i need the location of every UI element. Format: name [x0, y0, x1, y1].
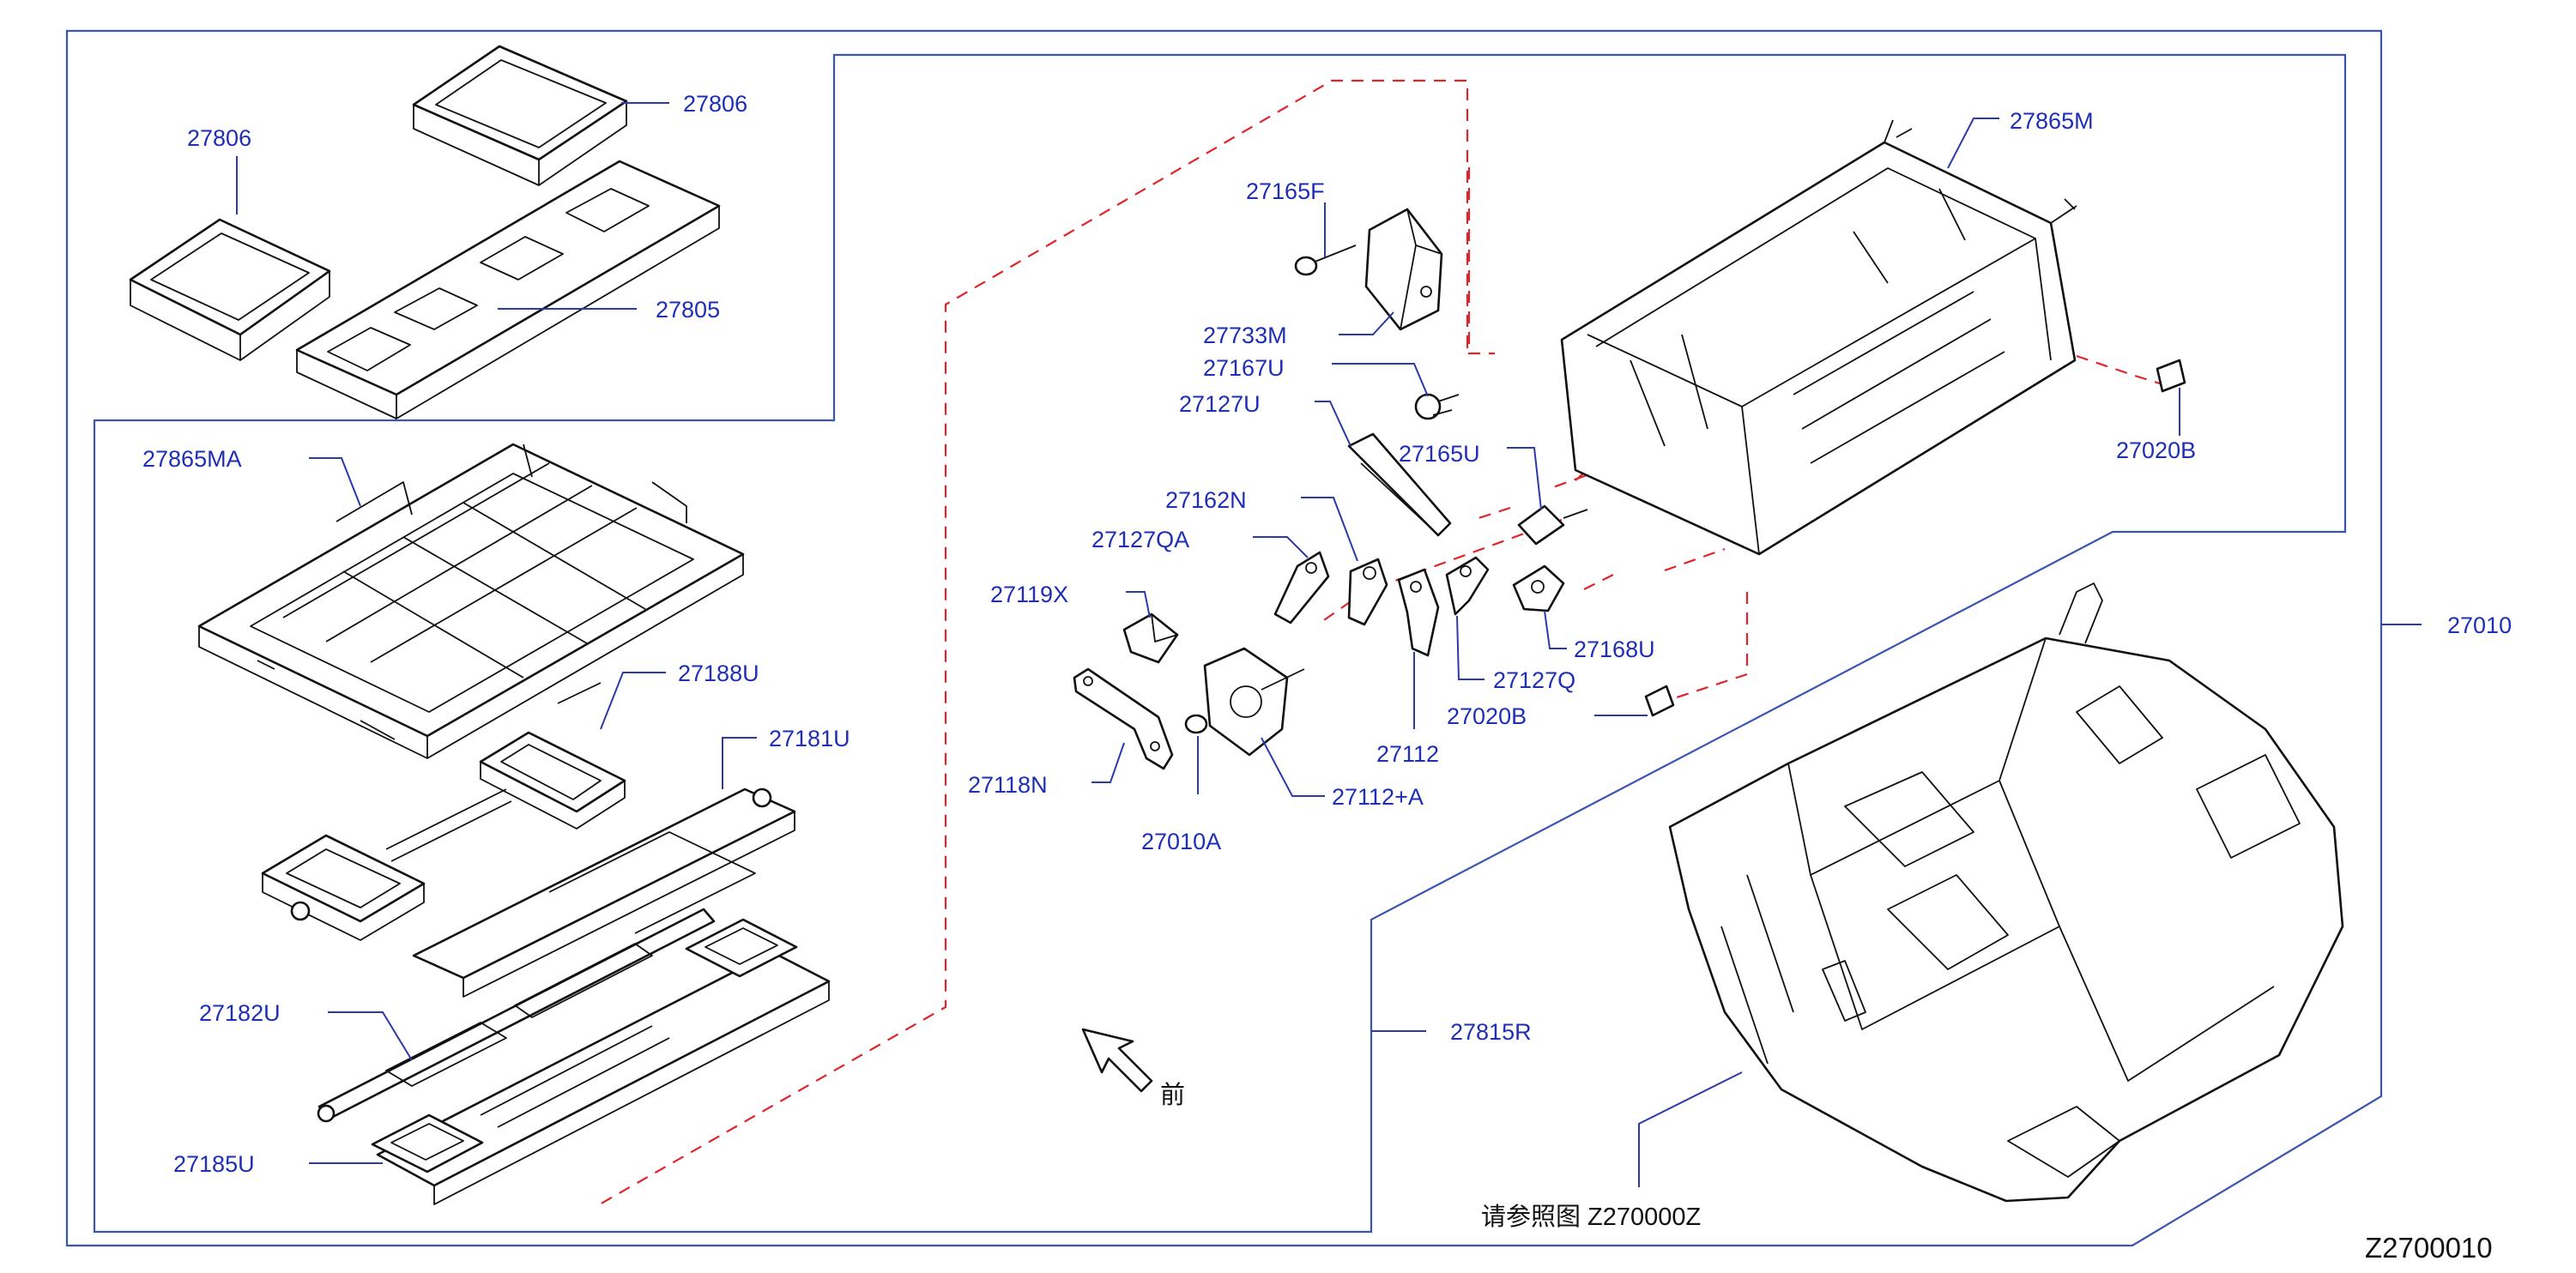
figure-id: Z2700010 [2365, 1232, 2493, 1264]
callout-27127q: 27127Q [1493, 667, 1575, 693]
leader-27165u [1507, 447, 1542, 510]
clip-27167u [1414, 393, 1460, 420]
callout-27865m: 27865M [2010, 108, 2094, 134]
callout-27806-left: 27806 [187, 125, 251, 151]
leader-lines [236, 102, 2422, 1187]
door-27181u [412, 787, 796, 998]
filter-holder-27805 [295, 160, 721, 419]
callout-27162n: 27162N [1165, 487, 1247, 513]
air-filter-parts [129, 45, 721, 419]
callout-27805: 27805 [656, 297, 720, 323]
callout-labels: 27806 27806 27805 27865MA 27188U 27181U … [142, 91, 2512, 1177]
leader-27181u [722, 737, 757, 789]
motor-group-dashed-outline [1467, 167, 1495, 355]
shaft-27182u [317, 908, 716, 1123]
leader-27162n [1301, 497, 1358, 562]
callout-27806-right: 27806 [683, 91, 747, 117]
hvac-unit-27815r [1668, 582, 2344, 1203]
upper-case-27865ma [197, 443, 745, 759]
cam-gear-27112a [1203, 647, 1305, 757]
leader-27118n [1091, 742, 1125, 783]
callout-27010: 27010 [2447, 612, 2512, 638]
front-label: 前 [1160, 1081, 1185, 1109]
actuator-parts [1073, 208, 2186, 770]
callout-27188u: 27188U [678, 661, 759, 686]
clip-27020b-upper [2156, 359, 2186, 393]
callout-27127qa: 27127QA [1091, 527, 1189, 552]
linkage-dashed-line-b [1475, 473, 1726, 593]
callout-27815r: 27815R [1450, 1019, 1532, 1045]
door-lever-27188u [261, 731, 626, 941]
leader-27733m [1339, 311, 1394, 335]
callout-27168u: 27168U [1574, 636, 1655, 662]
lever-27112 [1397, 568, 1440, 657]
leader-27188u [600, 672, 666, 730]
leader-27127qa [1253, 536, 1309, 558]
callout-27733m: 27733M [1203, 323, 1287, 348]
motor-27733m [1364, 208, 1443, 331]
connector-27119x [1122, 612, 1179, 664]
assembly-frames [65, 29, 2383, 1247]
callout-27185u: 27185U [173, 1151, 255, 1177]
linkage-dashed-outline [1666, 592, 1749, 703]
center-subassembly-frame [93, 53, 2347, 1234]
leader-27112a [1261, 737, 1325, 797]
lever-27127q [1445, 556, 1490, 616]
mode-door-parts [261, 731, 831, 1205]
heater-case-27865m [1560, 119, 2077, 556]
outer-assembly-frame [65, 29, 2383, 1247]
callout-27165u: 27165U [1399, 441, 1480, 467]
lever-27168u [1512, 564, 1565, 612]
washer-27010a [1184, 714, 1208, 734]
leader-reference [1638, 1071, 1743, 1187]
callout-27020b-lower: 27020B [1447, 703, 1527, 729]
callout-27167u: 27167U [1203, 355, 1285, 381]
door-27185u [371, 918, 831, 1205]
callout-27165f: 27165F [1246, 178, 1325, 204]
leader-27865ma [309, 457, 361, 507]
callout-27112a: 27112+A [1332, 784, 1424, 810]
screw-27165f [1294, 244, 1357, 276]
clip-27165u [1517, 504, 1588, 546]
leader-27127u [1315, 401, 1351, 447]
leader-27182u [328, 1011, 413, 1061]
clip-dashed-line [2076, 354, 2163, 386]
leader-27168u [1544, 610, 1567, 649]
callout-27020b-upper: 27020B [2116, 437, 2196, 463]
reference-note: 请参照图 Z270000Z [1481, 1203, 1701, 1231]
link-plate-27118n [1073, 667, 1174, 770]
front-direction-arrow-icon [1081, 1028, 1153, 1093]
leader-27167u [1332, 363, 1429, 397]
leader-27127q [1456, 615, 1485, 680]
callout-27181u: 27181U [769, 726, 850, 751]
actuator-group-dashed-outline [597, 79, 1469, 1206]
filter-27806-left [129, 218, 331, 361]
callout-27865ma: 27865MA [142, 446, 242, 472]
callout-27119x: 27119X [990, 582, 1068, 607]
clip-27020b-lower [1644, 685, 1675, 717]
leader-27119x [1126, 591, 1151, 618]
callout-27010a: 27010A [1141, 829, 1221, 854]
lever-27162n [1347, 558, 1388, 626]
callout-27112: 27112 [1376, 741, 1439, 767]
callout-27118n: 27118N [968, 772, 1048, 798]
callout-27127u: 27127U [1179, 391, 1261, 417]
lever-27127qa [1273, 551, 1330, 624]
filter-27806-right [412, 45, 628, 186]
callout-27182u: 27182U [199, 1000, 281, 1026]
leader-27865m [1947, 118, 1999, 169]
link-27127u [1347, 432, 1452, 537]
